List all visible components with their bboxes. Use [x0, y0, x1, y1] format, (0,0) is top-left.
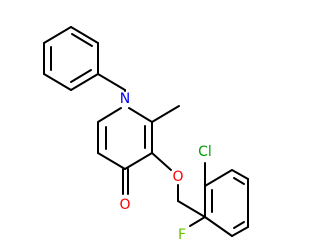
molecule-structure: N O O Cl F: [43, 26, 249, 243]
ether-bond: [151, 152, 172, 171]
ether-oxygen-label: O: [172, 169, 183, 185]
bond: [97, 73, 126, 91]
bond: [70, 73, 99, 91]
chloro-fluoro-phenyl-ring: [189, 162, 249, 237]
bond: [97, 107, 122, 123]
substituent-bonds: [122, 105, 206, 218]
bond: [204, 169, 233, 187]
nitrogen-atom-label: N: [120, 91, 130, 107]
bond: [204, 216, 233, 237]
bond: [124, 152, 153, 170]
aromatic-inner-bond: [70, 69, 92, 83]
aromatic-inner-bond: [233, 221, 245, 229]
bond: [231, 226, 249, 237]
bond: [43, 26, 72, 44]
chlorine-atom-label: Cl: [198, 144, 212, 160]
benzyl-phenyl-ring: [43, 26, 99, 91]
fluorine-atom-label: F: [178, 227, 186, 243]
bond: [128, 107, 153, 123]
bond: [97, 152, 126, 170]
carbonyl-oxygen-label: O: [119, 197, 130, 213]
pyridinone-ring: [97, 73, 153, 170]
bond: [70, 26, 99, 44]
methyl-bond: [151, 105, 180, 123]
aromatic-inner-bond: [233, 177, 245, 185]
aromatic-inner-bond: [71, 33, 93, 47]
bond: [43, 73, 72, 91]
methylene-bond: [177, 200, 206, 218]
fluorine-bond: [189, 216, 206, 227]
atom-labels: N O O Cl F: [119, 91, 211, 243]
bond: [231, 169, 249, 180]
